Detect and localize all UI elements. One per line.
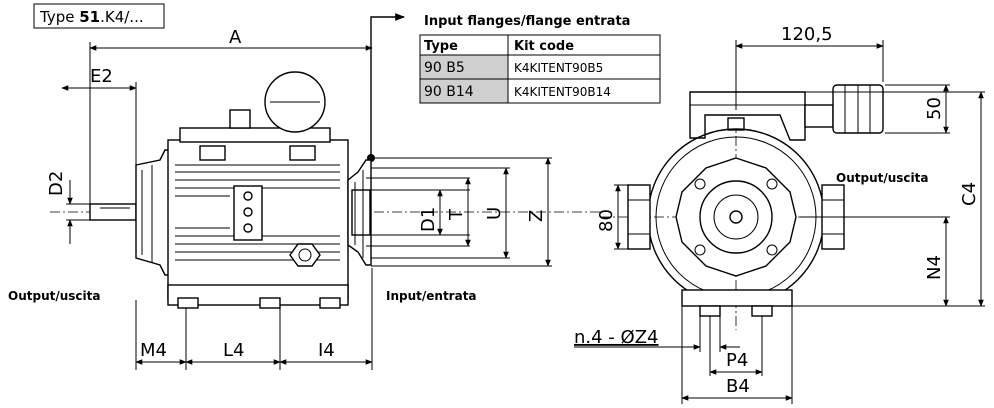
dim-i4: I4: [318, 340, 335, 361]
type-number: 51: [79, 8, 100, 26]
dim-e2: E2: [90, 66, 113, 87]
dim-z4: n.4 - ØZ4: [574, 327, 658, 348]
flange-table: Input flanges/flange entrata Type Kit co…: [419, 14, 661, 104]
side-dimensions: A E2 D2 D1 T U Z: [46, 27, 552, 370]
dim-d1: D1: [418, 207, 439, 232]
type-prefix: Type: [39, 8, 79, 26]
dim-d2: D2: [46, 171, 67, 196]
dim-120-5: 120,5: [781, 24, 833, 45]
label-input: Input/entrata: [386, 289, 477, 303]
label-output-right: Output/uscita: [836, 171, 928, 185]
dim-p4: P4: [726, 350, 748, 371]
flange-table-title: Input flanges/flange entrata: [424, 14, 630, 29]
type-box: Type 51.K4/...: [33, 3, 165, 29]
flange-row-kit: K4KITENT90B5: [514, 61, 603, 75]
dim-z: Z: [526, 210, 547, 222]
flange-row-type: 90 B14: [424, 84, 474, 100]
side-view: [50, 71, 600, 309]
label-output-left: Output/uscita: [8, 289, 100, 303]
dim-n4: N4: [924, 255, 945, 280]
flange-header-kit: Kit code: [514, 39, 574, 54]
dim-u: U: [484, 207, 505, 220]
dim-c4: C4: [959, 182, 980, 206]
dim-m4: M4: [140, 340, 167, 361]
svg-text:Type 51.K4/...: Type 51.K4/...: [39, 8, 144, 26]
front-dimensions: 120,5 50 C4 N4 80 n.4 - ØZ4 P4 B: [574, 24, 985, 404]
dim-80: 80: [596, 209, 617, 232]
flange-header-type: Type: [424, 39, 458, 54]
type-suffix: .K4/...: [100, 8, 144, 26]
dim-t: T: [446, 208, 467, 221]
front-view: [600, 84, 884, 330]
dim-50: 50: [924, 97, 945, 120]
flange-leader: [367, 13, 405, 162]
dim-b4: B4: [726, 376, 750, 397]
flange-row-kit: K4KITENT90B14: [514, 85, 611, 99]
dim-l4: L4: [223, 340, 244, 361]
dim-a: A: [229, 27, 242, 48]
flange-row-type: 90 B5: [424, 60, 465, 76]
